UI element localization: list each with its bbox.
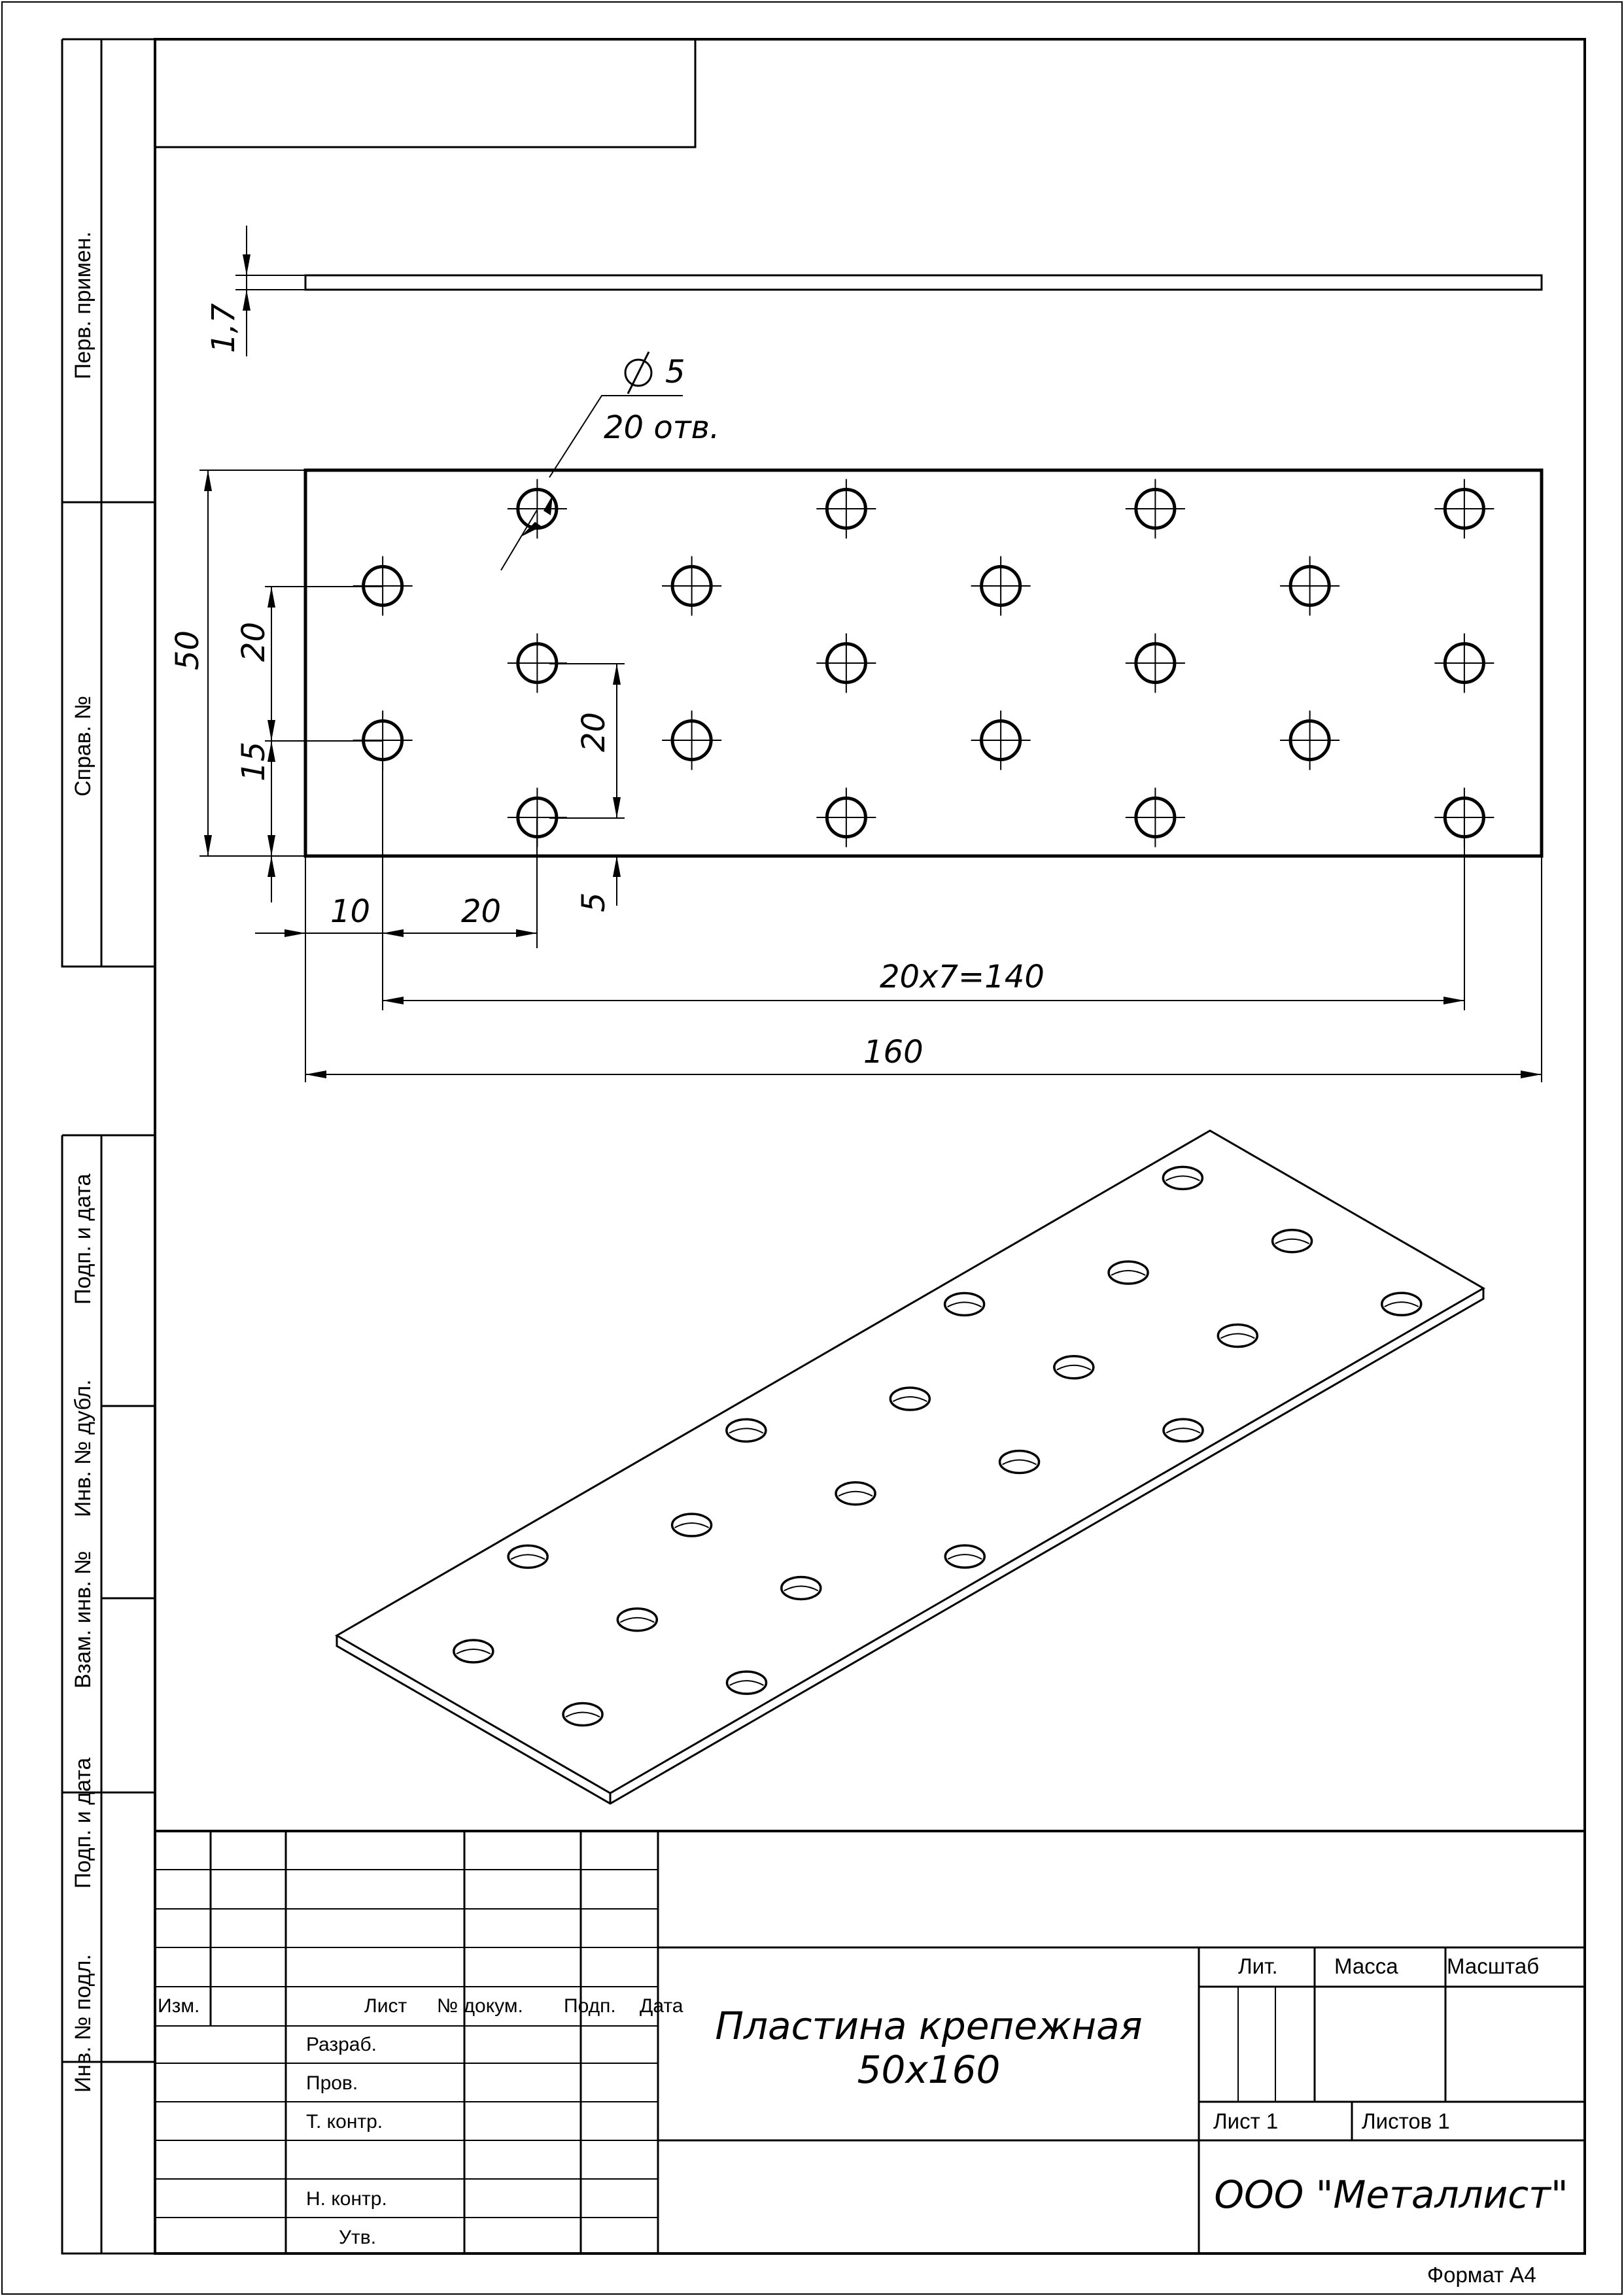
iso-hole: [944, 1544, 986, 1569]
hole: [1125, 479, 1185, 539]
row-t-kontr: Т. контр.: [306, 2111, 383, 2133]
top-stamp-box: [155, 39, 697, 148]
dim-vertical-pitch-mid: 20: [576, 712, 612, 752]
col-data: Дата: [640, 1995, 683, 2017]
hole: [507, 479, 567, 539]
dim-edge-offset: 10: [330, 893, 370, 930]
iso-hole: [943, 1292, 986, 1317]
hole: [1125, 633, 1185, 693]
hole: [1280, 556, 1340, 616]
iso-hole: [1107, 1260, 1149, 1285]
iso-hole: [507, 1544, 549, 1569]
hole: [1434, 479, 1494, 539]
col-podp: Подп.: [564, 1995, 616, 2017]
row-n-kontr: Н. контр.: [306, 2188, 387, 2210]
dim-hole-diameter: 5: [665, 354, 685, 390]
hole: [971, 556, 1031, 616]
dim-hole-count: 20 отв.: [604, 409, 719, 446]
hole: [971, 710, 1031, 770]
side-stamp: Перв. примен. Справ. № Подп. и дата Инв.…: [61, 38, 155, 2255]
dim-chain: 20x7=140: [880, 959, 1045, 995]
side-label-inv-podl: Инв. № подл.: [71, 1954, 95, 2093]
title-block: Изм. Лист № докум. Подп. Дата Разраб. Пр…: [154, 1830, 1586, 2255]
hole: [816, 787, 876, 848]
label-listov: Листов 1: [1362, 2109, 1450, 2133]
iso-hole: [1271, 1229, 1313, 1254]
format-label: Формат А4: [1427, 2263, 1536, 2287]
iso-hole: [1217, 1323, 1259, 1348]
iso-hole: [453, 1639, 494, 1664]
row-razrab: Разраб.: [306, 2034, 377, 2055]
col-no-dokum: № докум.: [437, 1995, 523, 2017]
label-lit: Лит.: [1238, 1954, 1278, 1978]
organization-name: ООО "Металлист": [1214, 2172, 1568, 2217]
col-list: Лист: [364, 1995, 407, 2017]
hole: [662, 710, 722, 770]
dim-horizontal-step: 20: [461, 893, 501, 930]
hole: [816, 479, 876, 539]
part-name-line1: Пластина крепежная: [715, 2004, 1142, 2048]
iso-hole: [725, 1670, 768, 1695]
iso-hole: [670, 1513, 713, 1537]
iso-hole: [562, 1702, 604, 1727]
dim-bottom-offset-left: 15: [235, 742, 272, 781]
drawing-frame: [154, 38, 1586, 2255]
iso-hole: [998, 1449, 1041, 1475]
hole: [816, 633, 876, 693]
dim-vertical-pitch-left: 20: [235, 622, 272, 662]
isometric-view: [335, 1129, 1485, 1805]
label-list-no: Лист 1: [1213, 2109, 1278, 2133]
front-view: 5 20 отв. 50 20 15 20 5: [169, 351, 1544, 1082]
row-utv: Утв.: [339, 2227, 376, 2248]
dim-bottom-offset-mid: 5: [576, 892, 612, 912]
side-view: 1,7: [205, 226, 1543, 356]
hole: [662, 556, 722, 616]
dim-thickness: 1,7: [205, 303, 242, 353]
col-izm: Изм.: [158, 1995, 199, 2017]
iso-hole: [1162, 1418, 1204, 1443]
side-label-sprav-no: Справ. №: [71, 696, 95, 797]
iso-hole: [616, 1607, 659, 1632]
side-label-perv-primen: Перв. примен.: [71, 231, 95, 379]
hole: [1125, 787, 1185, 848]
diameter-icon: [624, 351, 653, 394]
label-massa: Масса: [1334, 1954, 1398, 1978]
hole: [1434, 633, 1494, 693]
iso-hole: [835, 1481, 876, 1506]
side-label-podp-data-2: Подп. и дата: [71, 1758, 95, 1889]
label-masshtab: Масштаб: [1447, 1954, 1539, 1978]
dim-height: 50: [169, 630, 206, 670]
side-label-inv-dubl: Инв. № дубл.: [71, 1379, 95, 1517]
iso-hole-pattern: [453, 1165, 1423, 1727]
side-label-vzam-inv: Взам. инв. №: [71, 1551, 95, 1688]
iso-hole: [725, 1418, 767, 1443]
plate-outline: [303, 468, 1544, 858]
hole: [1280, 710, 1340, 770]
iso-hole: [1053, 1355, 1095, 1380]
row-prov: Пров.: [306, 2072, 358, 2094]
part-name-line2: 50x160: [857, 2048, 1001, 2092]
iso-hole: [1162, 1165, 1204, 1191]
iso-hole: [889, 1386, 931, 1411]
iso-hole: [780, 1575, 822, 1601]
dim-length: 160: [863, 1034, 924, 1071]
side-label-podp-data-1: Подп. и дата: [71, 1174, 95, 1305]
iso-hole: [1381, 1292, 1423, 1316]
